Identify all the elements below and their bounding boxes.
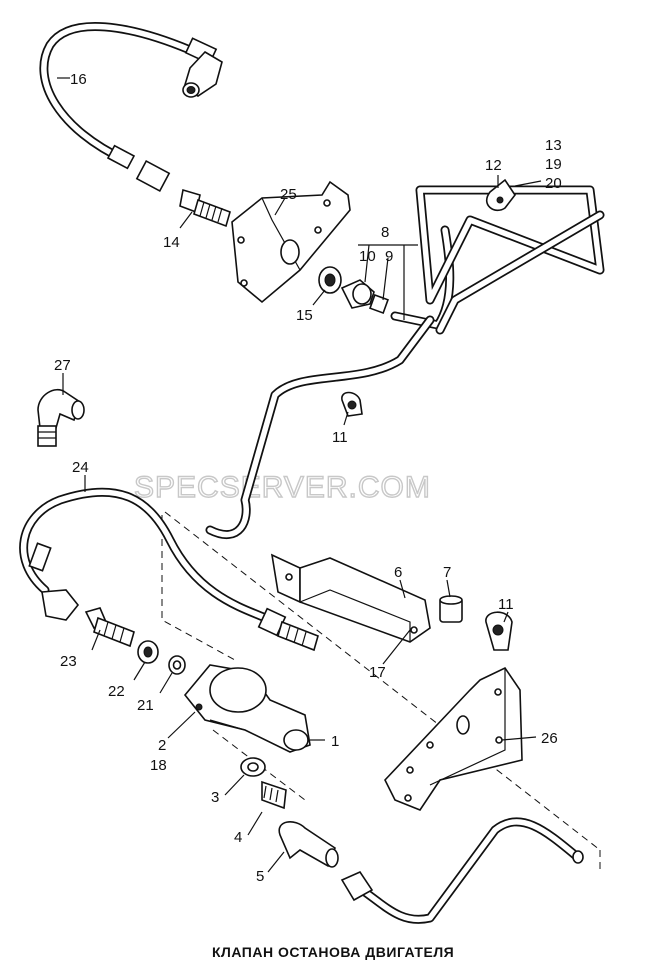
callout-2: 2 [158, 737, 166, 754]
bushing-7 [439, 595, 463, 623]
rigid-pipe-8 [205, 185, 605, 540]
nut-22 [137, 640, 159, 664]
callout-10: 10 [359, 248, 376, 265]
elbow-5 [278, 821, 339, 868]
callout-22: 22 [108, 683, 125, 700]
callout-16: 16 [70, 71, 87, 88]
assembly-dashed-lines [161, 511, 601, 870]
elbow-27 [37, 388, 85, 447]
callout-8: 8 [381, 224, 389, 241]
callout-21: 21 [137, 697, 154, 714]
callout-6: 6 [394, 564, 402, 581]
fitting-4 [261, 780, 287, 810]
callout-15: 15 [296, 307, 313, 324]
nut-10 [340, 279, 375, 309]
clamp-11-lower [485, 611, 513, 651]
callout-25: 25 [280, 186, 297, 203]
hose-16 [39, 22, 223, 193]
callout-26: 26 [541, 730, 558, 747]
callout-5: 5 [256, 868, 264, 885]
clamp-12 [485, 178, 516, 212]
callout-17: 17 [369, 664, 386, 681]
washer-3 [240, 757, 266, 777]
callout-4: 4 [234, 829, 242, 846]
callout-1: 1 [331, 733, 339, 750]
callouts: 16 14 25 13 12 19 20 8 10 9 15 27 11 24 … [54, 71, 562, 885]
callout-23: 23 [60, 653, 77, 670]
callout-18: 18 [150, 757, 167, 774]
callout-24: 24 [72, 459, 89, 476]
watermark: SPECSERVER.COM [134, 471, 431, 504]
nut-15 [318, 266, 342, 294]
clamp-11-upper [341, 391, 363, 417]
callout-13: 13 [545, 137, 562, 154]
callout-11-lower: 11 [498, 596, 514, 613]
valve-body-1 [183, 664, 311, 753]
callout-20: 20 [545, 175, 562, 192]
bracket-25 [231, 180, 351, 304]
callout-27: 27 [54, 357, 71, 374]
callout-9: 9 [385, 248, 393, 265]
bracket-6 [270, 553, 431, 643]
fitting-23 [84, 607, 135, 648]
washer-21 [168, 655, 186, 675]
callout-14: 14 [163, 234, 180, 251]
callout-3: 3 [211, 789, 219, 806]
callout-11-upper: 11 [332, 429, 348, 446]
fitting-14 [179, 188, 231, 228]
callout-12: 12 [485, 157, 502, 174]
hose-24 [19, 487, 319, 652]
callout-19: 19 [545, 156, 562, 173]
lower-pipe [340, 817, 584, 924]
callout-7: 7 [443, 564, 451, 581]
diagram-caption: КЛАПАН ОСТАНОВА ДВИГАТЕЛЯ [212, 944, 454, 960]
leader-lines [57, 77, 542, 873]
bracket-26 [384, 666, 523, 811]
